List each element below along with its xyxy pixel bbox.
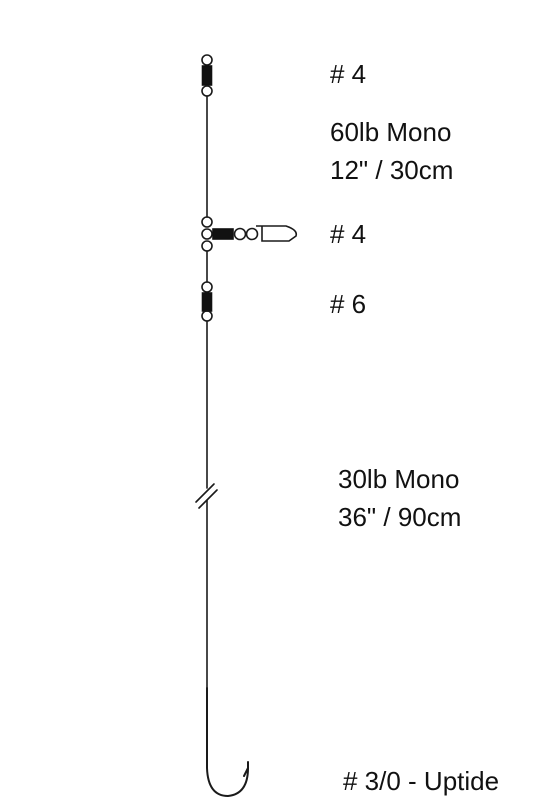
- upper-leader-line-label: 60lb Mono: [330, 117, 452, 147]
- line-break-icon: [195, 483, 218, 509]
- snap-swivel-icon: [201, 216, 298, 252]
- upper-leader-length-label: 12" / 30cm: [330, 155, 454, 185]
- hook-leader-spec: 30lb Mono 36" / 90cm: [338, 460, 461, 536]
- hook-leader-line-label: 30lb Mono: [338, 464, 460, 494]
- hook-icon: [206, 687, 249, 798]
- upper-leader-spec: 60lb Mono 12" / 30cm: [330, 113, 453, 189]
- hook-size-label: # 3/0 - Uptide: [343, 766, 500, 796]
- hook-leader-length-label: 36" / 90cm: [338, 502, 462, 532]
- top-swivel-icon: [201, 54, 213, 97]
- lower-swivel-size-label: # 6: [330, 289, 367, 319]
- lower-swivel-icon: [201, 281, 213, 322]
- top-swivel-size-label: # 4: [330, 59, 367, 89]
- snap-swivel-size-label: # 4: [330, 219, 367, 249]
